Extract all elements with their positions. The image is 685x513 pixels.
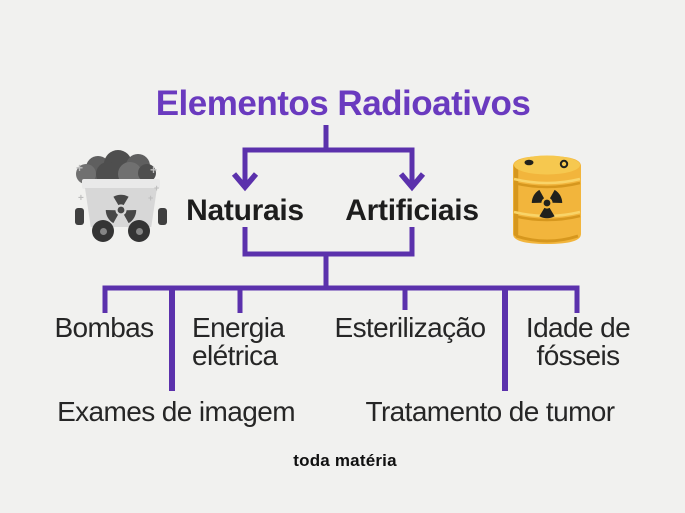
leaf-bombas: Bombas (54, 312, 154, 343)
sparkle-icon: + (150, 163, 158, 177)
leaf-idade-line1: Idade de (525, 312, 631, 343)
leaf-energia-line2: elétrica (192, 340, 278, 371)
wheel-hub (135, 227, 143, 235)
cart-wheel (92, 220, 114, 242)
barrel-rib (513, 214, 581, 222)
diagram-title: Elementos Radioativos (155, 84, 531, 123)
arrow-head-left (231, 172, 259, 192)
leaf-esterilizacao: Esterilização (334, 312, 487, 343)
sparkle-icon: + (76, 161, 84, 175)
leaf-energia-eletrica: Energia elétrica (192, 312, 285, 371)
wheel-hub (99, 227, 107, 235)
cart-rim (82, 179, 160, 189)
merge-connector-line (242, 227, 415, 257)
leaf-energia-line1: Energia (192, 312, 285, 343)
barrel-lid (514, 155, 580, 175)
mine-cart-icon: + + + + + (74, 146, 168, 246)
sparkle-icon: + (78, 193, 84, 204)
coal-lump (138, 164, 156, 182)
toda-materia-logo: toda matéria (293, 451, 397, 470)
leaf-bar-line (102, 285, 580, 313)
radiation-trefoil-icon (105, 194, 137, 224)
radiation-trefoil-icon (531, 189, 563, 219)
radioactive-barrel-icon (513, 155, 581, 244)
barrel-rib (513, 181, 581, 189)
cart-wheel (128, 220, 150, 242)
barrel-lid-ring (559, 159, 569, 169)
cart-bumper (75, 208, 84, 225)
barrel-bottom-shade (515, 234, 579, 243)
leaf-idade-de-fosseis: Idade de fósseis (525, 312, 631, 371)
branch-bar-line (242, 147, 415, 184)
barrel-rib-highlight (513, 177, 581, 185)
sparkle-icon: + (148, 193, 154, 203)
barrel-lid-hole (524, 159, 534, 166)
arrow-head-right (398, 172, 426, 192)
leaf-idade-line2: fósseis (536, 340, 621, 371)
branch-label-artificiais: Artificiais (345, 194, 479, 227)
branch-label-naturais: Naturais (186, 194, 304, 227)
leaf-tratamento-de-tumor: Tratamento de tumor (365, 396, 615, 427)
sparkle-icon: + (154, 183, 160, 193)
cart-bumper (158, 208, 167, 225)
leaf-exames-de-imagem: Exames de imagem (57, 396, 295, 427)
